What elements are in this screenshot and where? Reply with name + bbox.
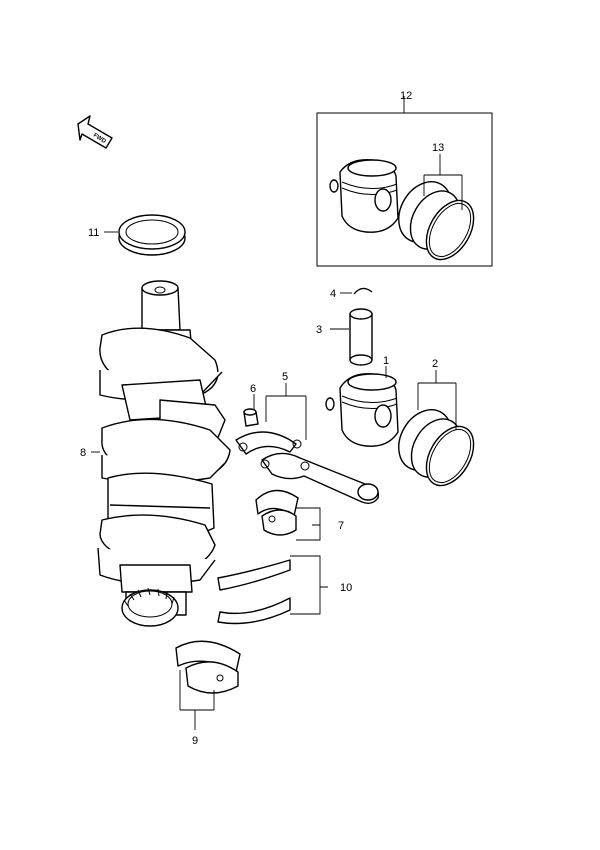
callout-5: 5 xyxy=(282,371,288,383)
callout-12: 12 xyxy=(400,90,412,102)
connecting-rod xyxy=(235,431,380,505)
callout-7: 7 xyxy=(338,520,344,532)
crankshaft xyxy=(97,280,231,627)
callout-2: 2 xyxy=(432,358,438,370)
leader-lines xyxy=(91,96,463,730)
callout-11: 11 xyxy=(88,227,99,239)
standard-piston-kit-box xyxy=(316,112,493,267)
piston xyxy=(325,373,399,447)
seal-ring-11 xyxy=(118,214,186,256)
piston-pin-circlip xyxy=(353,287,373,295)
fwd-arrow-icon: FWD xyxy=(77,115,113,149)
piston-rings xyxy=(398,409,475,487)
callout-13: 13 xyxy=(432,142,444,154)
piston-kit-rings xyxy=(398,181,475,261)
callout-8: 8 xyxy=(80,447,86,459)
callout-1: 1 xyxy=(383,355,389,367)
thrust-washers xyxy=(217,559,291,625)
callout-9: 9 xyxy=(192,735,198,747)
callout-4: 4 xyxy=(330,288,336,300)
callout-3: 3 xyxy=(316,324,322,336)
piston-pin xyxy=(349,308,373,366)
main-bearing xyxy=(175,640,241,694)
piston-kit-piston xyxy=(329,159,399,233)
callout-6: 6 xyxy=(250,383,256,395)
callout-10: 10 xyxy=(340,582,352,594)
connecting-rod-nut xyxy=(243,408,259,427)
crank-pin-bearing xyxy=(255,489,299,536)
